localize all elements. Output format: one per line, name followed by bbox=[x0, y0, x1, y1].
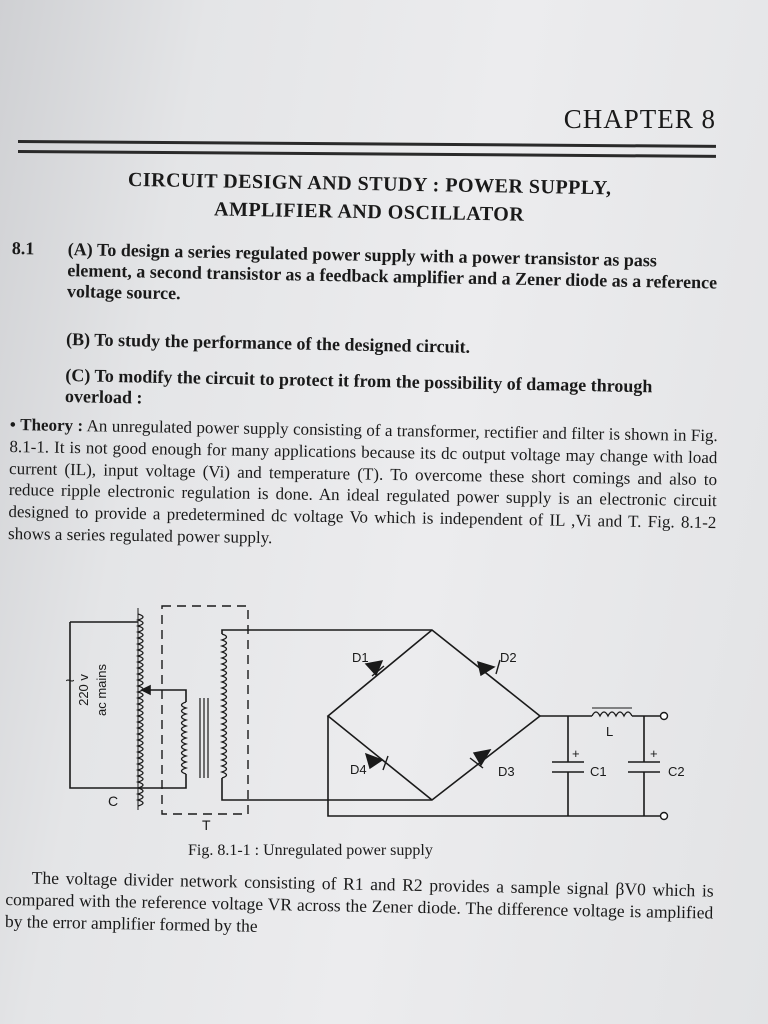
objective-a: (A) To design a series regulated power s… bbox=[66, 239, 718, 304]
bullet: • bbox=[9, 414, 16, 435]
transformer-label: T bbox=[202, 817, 211, 833]
figure-caption: Fig. 8.1-1 : Unregulated power supply bbox=[188, 842, 433, 859]
objective-b: (B) To study the performance of the desi… bbox=[65, 329, 471, 357]
diode-d4-label: D4 bbox=[350, 762, 367, 777]
capacitor-c1-label: C1 bbox=[590, 764, 607, 779]
source-voltage-label: 220 v bbox=[76, 674, 91, 706]
diode-d3-label: D3 bbox=[498, 764, 515, 779]
inductor-label: L bbox=[606, 724, 613, 739]
objective-c: (C) To modify the circuit to protect it … bbox=[64, 365, 653, 408]
c2-plus-sign: + bbox=[650, 746, 658, 761]
chapter-rule-top bbox=[17, 140, 716, 148]
closing-paragraph: The voltage divider network consisting o… bbox=[5, 866, 714, 946]
section-8-1: 8.1 (A) To design a series regulated pow… bbox=[12, 238, 722, 408]
c1-plus-sign: + bbox=[572, 746, 580, 761]
diode-d2-label: D2 bbox=[500, 650, 517, 665]
chapter-rule-bottom bbox=[17, 150, 716, 158]
chapter-title: CIRCUIT DESIGN AND STUDY : POWER SUPPLY,… bbox=[19, 164, 720, 232]
autotransformer-label: C bbox=[108, 793, 118, 809]
circuit-figure: ~ 220 v ac mains C T D1 D2 D3 D4 L C1 C2… bbox=[60, 590, 700, 838]
chapter-heading: CHAPTER 8 bbox=[563, 104, 716, 134]
theory-text: An unregulated power supply consisting o… bbox=[7, 416, 718, 548]
svg-text:~: ~ bbox=[65, 673, 74, 690]
diode-d1-label: D1 bbox=[352, 650, 369, 665]
capacitor-c2-label: C2 bbox=[668, 764, 685, 779]
unregulated-power-supply-diagram: ~ 220 v ac mains C T D1 D2 D3 D4 L C1 C2… bbox=[65, 605, 685, 833]
section-number: 8.1 bbox=[11, 238, 35, 259]
source-mains-label: ac mains bbox=[94, 663, 109, 716]
theory-paragraph: • Theory : An unregulated power supply c… bbox=[8, 414, 718, 556]
closing-text: The voltage divider network consisting o… bbox=[4, 867, 714, 936]
theory-heading: Theory : bbox=[20, 415, 84, 436]
